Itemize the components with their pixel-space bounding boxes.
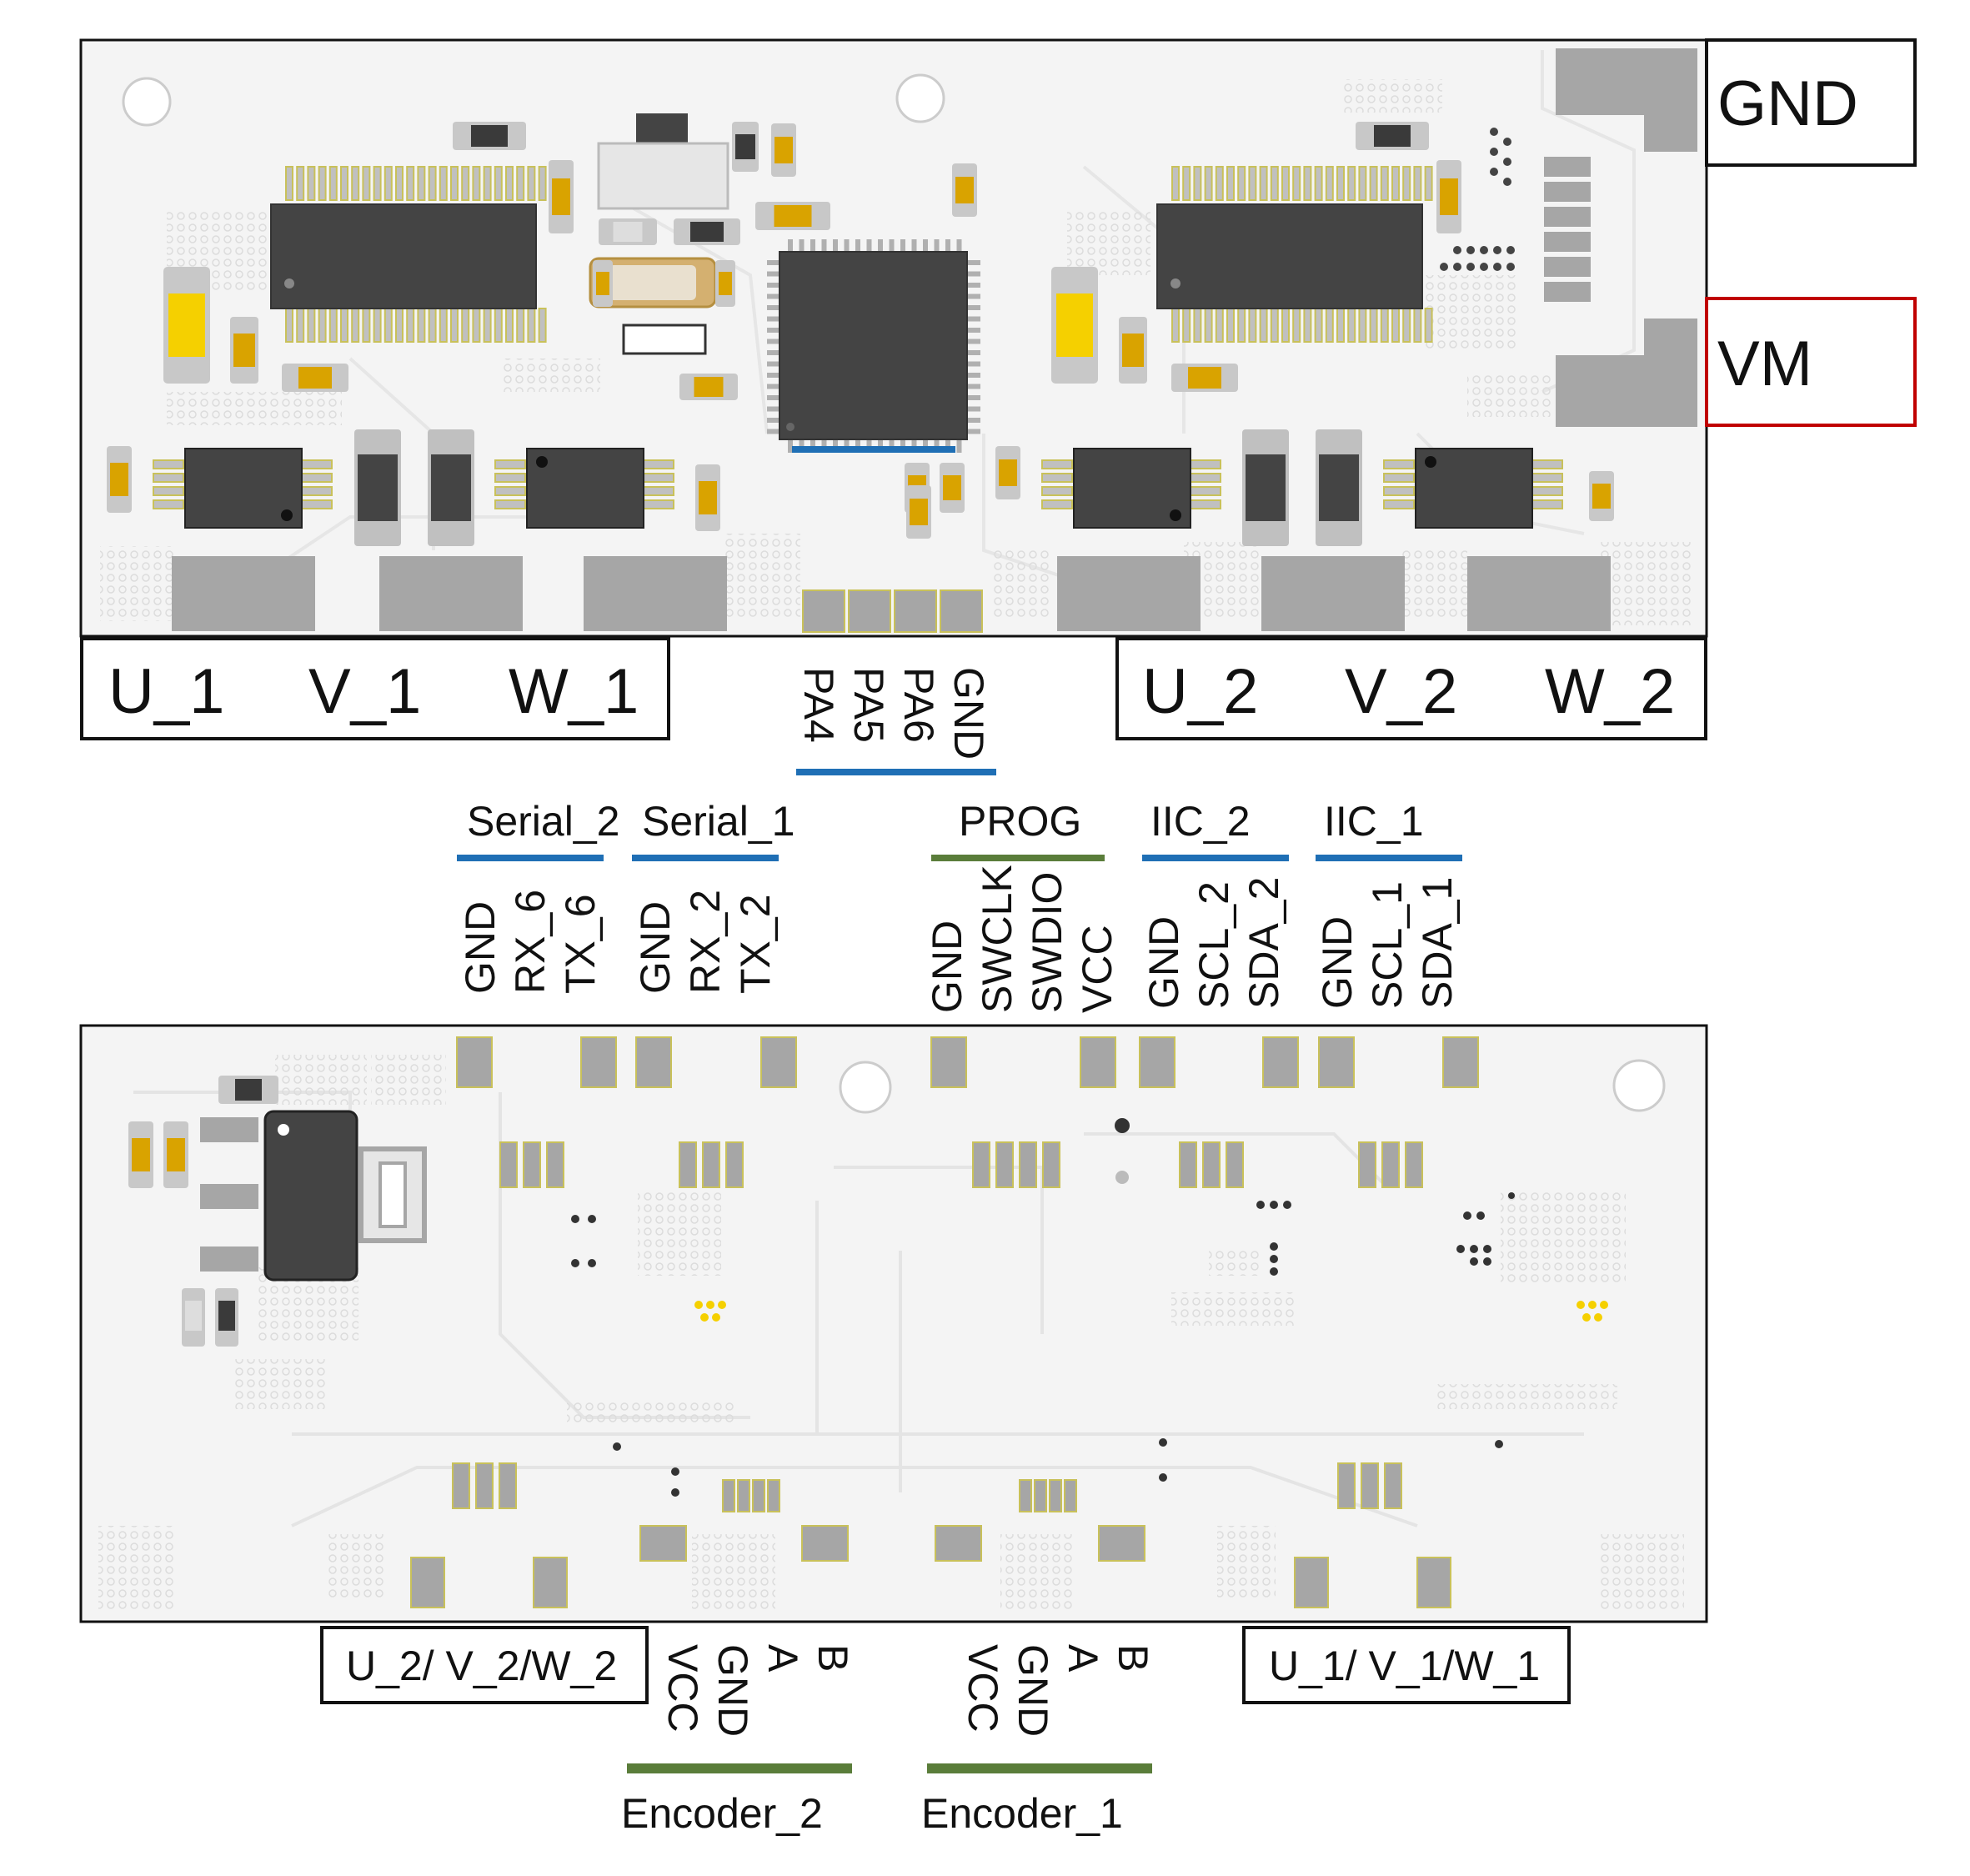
- iic-2-pin: SDA_2: [1241, 877, 1287, 1009]
- motor-1-label-box: U_1 V_1 W_1: [80, 637, 670, 740]
- w1-label: W_1: [509, 656, 639, 727]
- mounting-hole: [122, 77, 172, 127]
- w2-label: W_2: [1545, 656, 1675, 727]
- serial-1-pin: RX_2: [682, 890, 729, 994]
- driver-ic-1: [270, 166, 547, 343]
- gnd-label: GND: [1717, 68, 1858, 139]
- gpio-pads: [802, 589, 983, 633]
- mosfet-packages: [153, 429, 1563, 546]
- encoder-2-pin: A: [759, 1644, 806, 1673]
- u1-label: U_1: [108, 656, 224, 727]
- vm-label-box: VM: [1705, 297, 1917, 427]
- led-1: [163, 267, 210, 384]
- encoder-1-underline: [927, 1763, 1152, 1773]
- gpio-underline: [796, 769, 996, 775]
- gnd-label-box: GND: [1705, 38, 1917, 167]
- gpio-pin-label: PA5: [845, 667, 892, 743]
- encoder-2-labels: VCC GND A B Encoder_2: [621, 1644, 856, 1837]
- encoder-1-title: Encoder_1: [921, 1790, 1123, 1837]
- encoder-1-pin: VCC: [960, 1644, 1006, 1733]
- serial-2-underline: [457, 855, 604, 861]
- prog-pin: SWDIO: [1024, 872, 1070, 1013]
- u2-label: U_2: [1142, 656, 1258, 727]
- encoder-2-underline: [627, 1763, 852, 1773]
- iic-1-pin: GND: [1314, 916, 1361, 1009]
- prog-pin: VCC: [1074, 925, 1120, 1013]
- serial-1-pin: GND: [632, 901, 679, 994]
- motor-1-bottom-label-box: U_1/ V_1/W_1: [1242, 1626, 1571, 1704]
- bottom-board: [79, 1024, 1708, 1623]
- motor-1-combined-label: U_1/ V_1/W_1: [1269, 1643, 1540, 1689]
- iic-1-pin: SDA_1: [1414, 877, 1461, 1009]
- iic-2-underline: [1142, 855, 1289, 861]
- bottom-edge-pads: [410, 1525, 1451, 1608]
- mounting-hole: [1612, 1059, 1666, 1112]
- encoder-1-pin: GND: [1010, 1644, 1056, 1737]
- switch: [597, 113, 729, 210]
- prog-underline: [931, 855, 1105, 861]
- mounting-hole: [895, 73, 945, 123]
- iic-2-pin: SCL_2: [1191, 881, 1237, 1009]
- motor-2-label-box: U_2 V_2 W_2: [1115, 637, 1707, 740]
- encoder-1-pin: A: [1060, 1644, 1106, 1673]
- top-board: [79, 38, 1708, 638]
- crystal: [589, 257, 717, 355]
- serial-1-pin: TX_2: [732, 894, 779, 994]
- test-pads: [694, 1301, 1608, 1322]
- motor-output-pads: [172, 556, 1611, 631]
- motor-2-bottom-label-box: U_2/ V_2/W_2: [320, 1626, 649, 1704]
- v1-label: V_1: [308, 656, 421, 727]
- serial-2-pin: GND: [457, 901, 504, 994]
- smd-pads-bottom: [128, 1076, 1423, 1512]
- encoder-2-title: Encoder_2: [621, 1790, 823, 1837]
- led-2: [1051, 267, 1098, 384]
- serial-1-underline: [632, 855, 779, 861]
- gpio-pin-label: PA4: [795, 667, 842, 743]
- encoder-2-pin: B: [810, 1644, 856, 1672]
- driver-ic-2: [1156, 166, 1433, 343]
- prog-pin: SWCLK: [974, 865, 1020, 1013]
- iic-1-pin: SCL_1: [1364, 881, 1411, 1009]
- iic-1-underline: [1316, 855, 1462, 861]
- prog-pin: GND: [924, 920, 970, 1013]
- gpio-pin-label: PA6: [895, 667, 942, 743]
- iic-2-pin: GND: [1140, 916, 1187, 1009]
- iic-2-title: IIC_2: [1150, 798, 1251, 845]
- header-pads: [456, 1036, 1479, 1088]
- gpio-marker-line: [792, 446, 955, 453]
- vm-label: VM: [1717, 329, 1812, 399]
- serial-2-pin: RX_6: [507, 890, 554, 994]
- gpio-pin-label: GND: [945, 667, 992, 760]
- vias-black: [571, 1118, 1515, 1497]
- serial-2-pin: TX_6: [557, 894, 604, 994]
- encoder-1-labels: VCC GND A B Encoder_1: [921, 1644, 1156, 1837]
- mounting-hole: [839, 1061, 892, 1114]
- smd-components: [107, 122, 1614, 539]
- mcu-chip: [767, 239, 980, 453]
- serial-2-title: Serial_2: [467, 798, 619, 845]
- motor-2-combined-label: U_2/ V_2/W_2: [346, 1643, 617, 1689]
- header-groups: Serial_2 Serial_1 PROG IIC_2 IIC_1 GND R…: [457, 798, 1462, 1013]
- gpio-pin-labels: PA4 PA5 PA6 GND: [795, 667, 996, 775]
- prog-title: PROG: [959, 798, 1081, 845]
- voltage-regulator: [200, 1110, 427, 1282]
- encoder-2-pin: GND: [709, 1644, 756, 1737]
- iic-1-title: IIC_1: [1324, 798, 1424, 845]
- encoder-1-pin: B: [1110, 1644, 1156, 1672]
- v2-label: V_2: [1345, 656, 1457, 727]
- via-fields-bottom: [98, 1055, 1684, 1609]
- serial-1-title: Serial_1: [642, 798, 795, 845]
- power-pads: [1544, 48, 1697, 427]
- encoder-2-pin: VCC: [659, 1644, 706, 1733]
